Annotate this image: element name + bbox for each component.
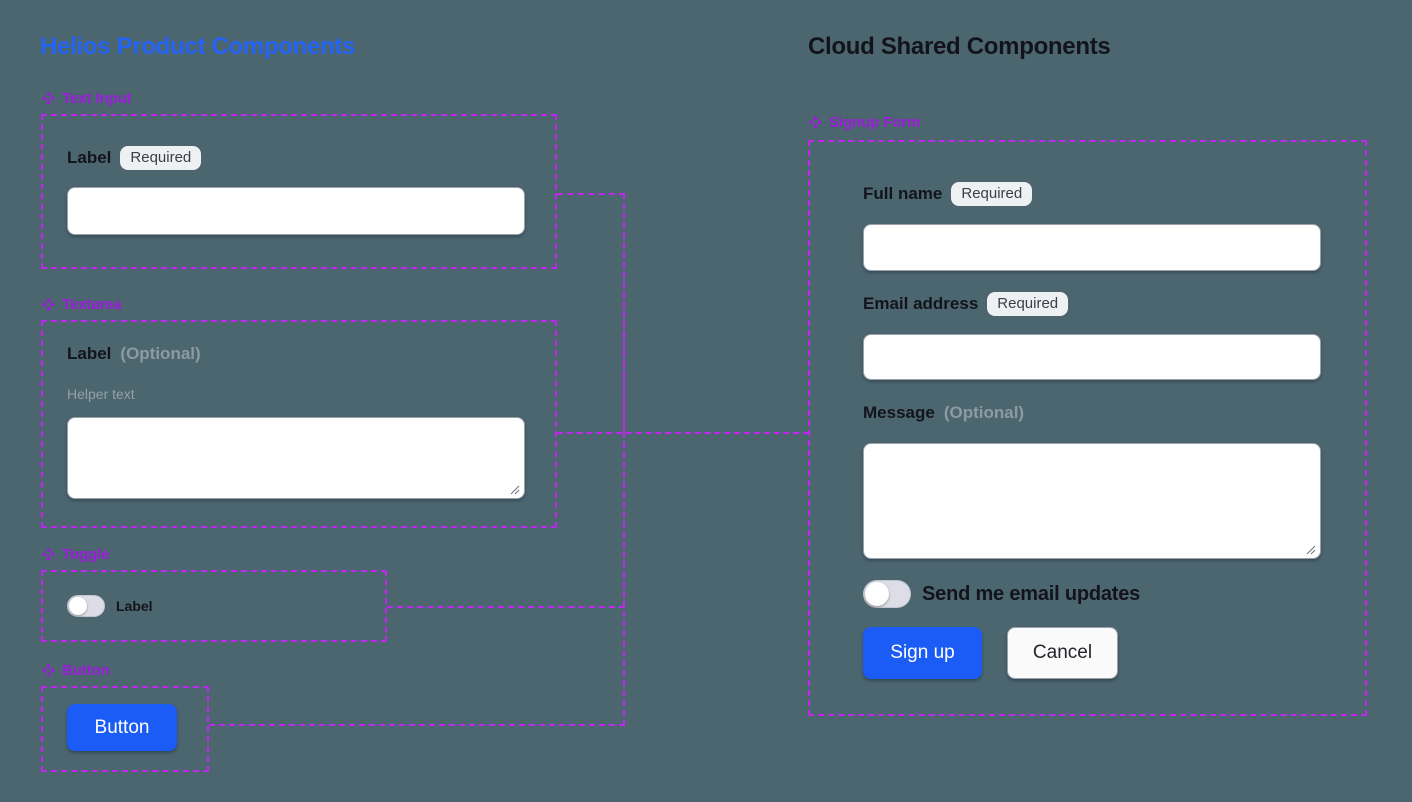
frame-button <box>41 686 209 772</box>
section-label-text-input: Text Input <box>42 90 132 107</box>
email-label: Email address <box>863 294 979 314</box>
textarea-helper-text: Helper text <box>67 386 135 402</box>
section-label-button: Button <box>42 662 110 679</box>
diamond-icon <box>42 548 55 561</box>
diamond-icon <box>42 92 55 105</box>
resize-handle-icon[interactable] <box>508 483 520 495</box>
full-name-label-row: Full name Required <box>863 182 1033 207</box>
textarea-label-row: Label (Optional) <box>67 344 201 364</box>
diamond-icon <box>42 664 55 677</box>
connector-toggle <box>387 606 625 608</box>
email-input[interactable] <box>863 334 1321 380</box>
email-updates-label: Send me email updates <box>922 582 1141 605</box>
email-required-badge: Required <box>987 292 1069 317</box>
textarea-optional-text: (Optional) <box>120 344 201 363</box>
diamond-icon <box>809 116 822 129</box>
textarea-field[interactable] <box>68 418 524 498</box>
signup-submit-button[interactable]: Sign up <box>863 627 982 679</box>
message-input[interactable] <box>864 444 1320 558</box>
section-label-text: Toggle <box>62 546 110 563</box>
section-label-text: Text Input <box>62 90 132 107</box>
left-panel-title: Helios Product Components <box>40 33 356 60</box>
section-label-text: Textarea <box>62 296 122 313</box>
toggle-row[interactable]: Label <box>67 595 153 617</box>
email-updates-toggle-row[interactable]: Send me email updates <box>863 580 1140 608</box>
demo-button[interactable]: Button <box>67 704 177 751</box>
frame-textarea <box>41 320 557 528</box>
section-label-toggle: Toggle <box>42 546 110 563</box>
toggle-knob <box>865 582 889 606</box>
connector-trunk <box>623 193 625 726</box>
right-panel-title: Cloud Shared Components <box>808 33 1111 60</box>
toggle-label: Label <box>116 598 153 614</box>
message-label: Message <box>863 403 935 422</box>
textarea-field-wrap[interactable] <box>67 417 525 499</box>
connector-text-input <box>557 193 625 195</box>
frame-signup-form <box>808 140 1367 716</box>
message-optional-text: (Optional) <box>943 403 1025 422</box>
resize-handle-icon[interactable] <box>1304 543 1316 555</box>
full-name-label: Full name <box>863 184 943 204</box>
toggle-switch[interactable] <box>67 595 105 617</box>
text-input-label-row: Label Required <box>67 146 202 171</box>
message-label-row: Message (Optional) <box>863 403 1024 423</box>
text-input-field[interactable] <box>67 187 525 235</box>
section-label-textarea: Textarea <box>42 296 122 313</box>
message-field-wrap[interactable] <box>863 443 1321 559</box>
section-label-signup-form: Signup Form <box>809 114 920 131</box>
frame-text-input <box>41 114 557 269</box>
full-name-required-badge: Required <box>951 182 1033 207</box>
connector-button <box>209 724 625 726</box>
signup-cancel-button[interactable]: Cancel <box>1007 627 1118 679</box>
email-label-row: Email address Required <box>863 292 1069 317</box>
frame-toggle <box>41 570 387 642</box>
toggle-knob <box>69 597 87 615</box>
full-name-input[interactable] <box>863 224 1321 271</box>
section-label-text: Button <box>62 662 110 679</box>
section-label-text: Signup Form <box>829 114 921 131</box>
text-input-label: Label <box>67 148 112 168</box>
text-input-required-badge: Required <box>120 146 202 171</box>
textarea-label: Label <box>67 344 112 363</box>
diamond-icon <box>42 298 55 311</box>
email-updates-switch[interactable] <box>863 580 911 608</box>
connector-textarea <box>557 432 809 434</box>
